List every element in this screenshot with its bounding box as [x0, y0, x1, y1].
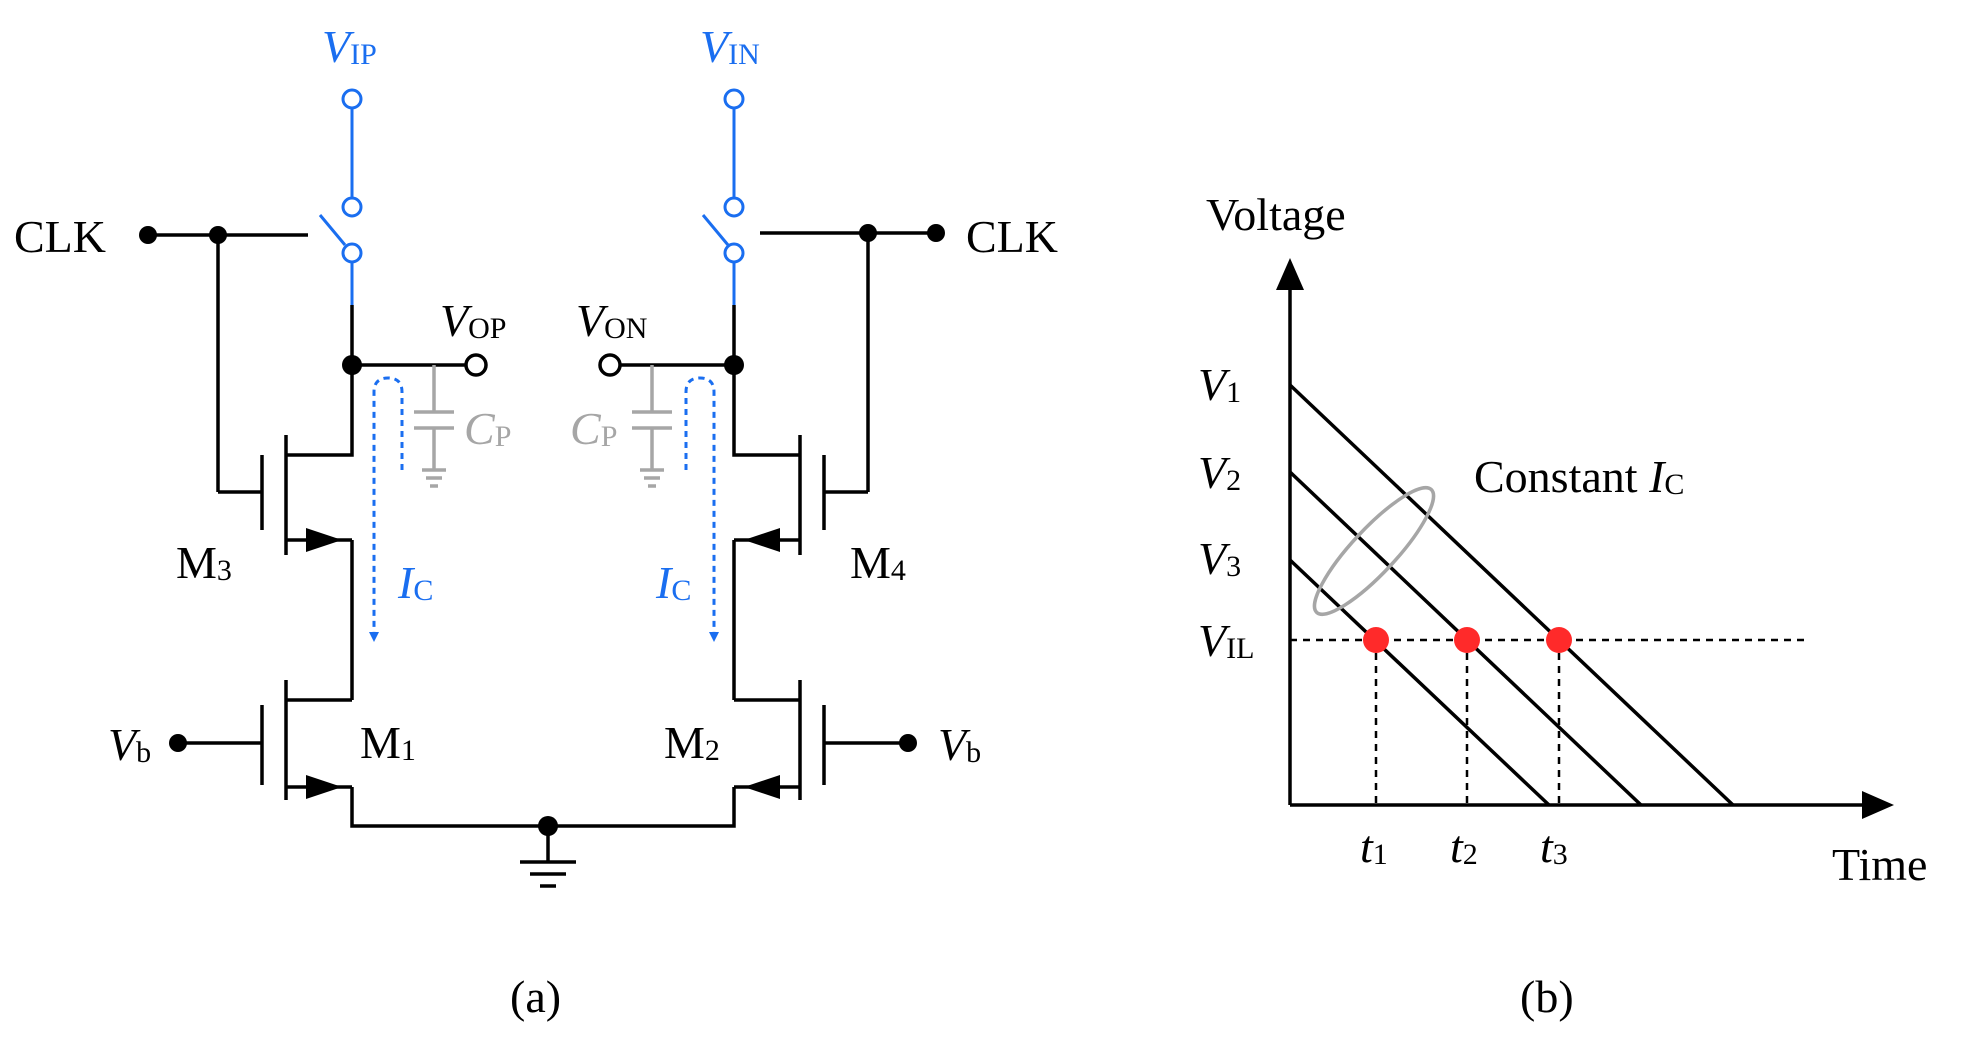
vip-label: VIP [322, 21, 377, 72]
crossing-point-t1 [1363, 627, 1389, 653]
t2-label: t2 [1450, 821, 1478, 872]
left-input-switch [318, 88, 363, 305]
threshold-lines [1290, 638, 1810, 805]
parasitic-capacitor-left [414, 365, 454, 488]
clk-right-label: CLK [966, 211, 1058, 262]
m1-label: M1 [360, 717, 416, 768]
constant-ic-annotation: Constant IC [1474, 451, 1684, 502]
v3-label: V3 [1198, 533, 1241, 584]
panel-a-caption: (a) [510, 971, 561, 1022]
panel-b-caption: (b) [1520, 971, 1574, 1022]
right-input-switch [701, 88, 745, 305]
m1-source-arrow [306, 775, 342, 799]
transistor-arrows [306, 528, 780, 799]
vb-right-label: Vb [938, 719, 981, 770]
von-terminal [598, 353, 622, 377]
von-label: VON [576, 295, 647, 346]
v1-label: V1 [1198, 359, 1241, 410]
ic-right-label: IC [655, 557, 691, 608]
circuit-wires [150, 231, 934, 888]
y-axis-label: Voltage [1206, 189, 1346, 240]
m4-label: M4 [850, 537, 906, 588]
ramp-v1 [1288, 383, 1735, 807]
vop-terminal [464, 353, 488, 377]
x-axis-label: Time [1832, 839, 1927, 890]
crossing-point-t3 [1546, 627, 1572, 653]
cp-left-label: CP [464, 403, 511, 454]
parasitic-capacitor-right [632, 365, 672, 488]
x-axis-arrow [1862, 791, 1894, 819]
ic-path-left [369, 376, 404, 642]
m2-source-arrow [744, 775, 780, 799]
t1-label: t1 [1360, 821, 1388, 872]
ic-path-right [684, 376, 719, 642]
m2-label: M2 [664, 717, 720, 768]
v2-label: V2 [1198, 447, 1241, 498]
crossing-points [1363, 627, 1572, 653]
axes [1276, 258, 1894, 819]
m4-source-arrow [744, 528, 780, 552]
vin-label: VIN [700, 21, 760, 72]
y-axis-arrow [1276, 258, 1304, 290]
panel-a-circuit: VIP VIN CLK CLK VOP VON CP CP IC IC M3 M… [14, 21, 1058, 1022]
vil-label: VIL [1198, 615, 1254, 666]
constant-slope-ellipse [1312, 486, 1436, 616]
cp-right-label: CP [570, 403, 617, 454]
m3-label: M3 [176, 537, 232, 588]
m3-source-arrow [306, 528, 342, 552]
circuit-nodes [139, 224, 945, 836]
crossing-point-t2 [1454, 627, 1480, 653]
vop-label: VOP [440, 295, 506, 346]
ic-left-label: IC [397, 557, 433, 608]
t3-label: t3 [1540, 821, 1568, 872]
ramp-v3 [1288, 558, 1551, 807]
panel-b-timing: Voltage Time V1 V2 V3 VIL t1 t2 t3 Const… [1198, 189, 1927, 1022]
vb-left-label: Vb [108, 719, 151, 770]
clk-left-label: CLK [14, 211, 106, 262]
